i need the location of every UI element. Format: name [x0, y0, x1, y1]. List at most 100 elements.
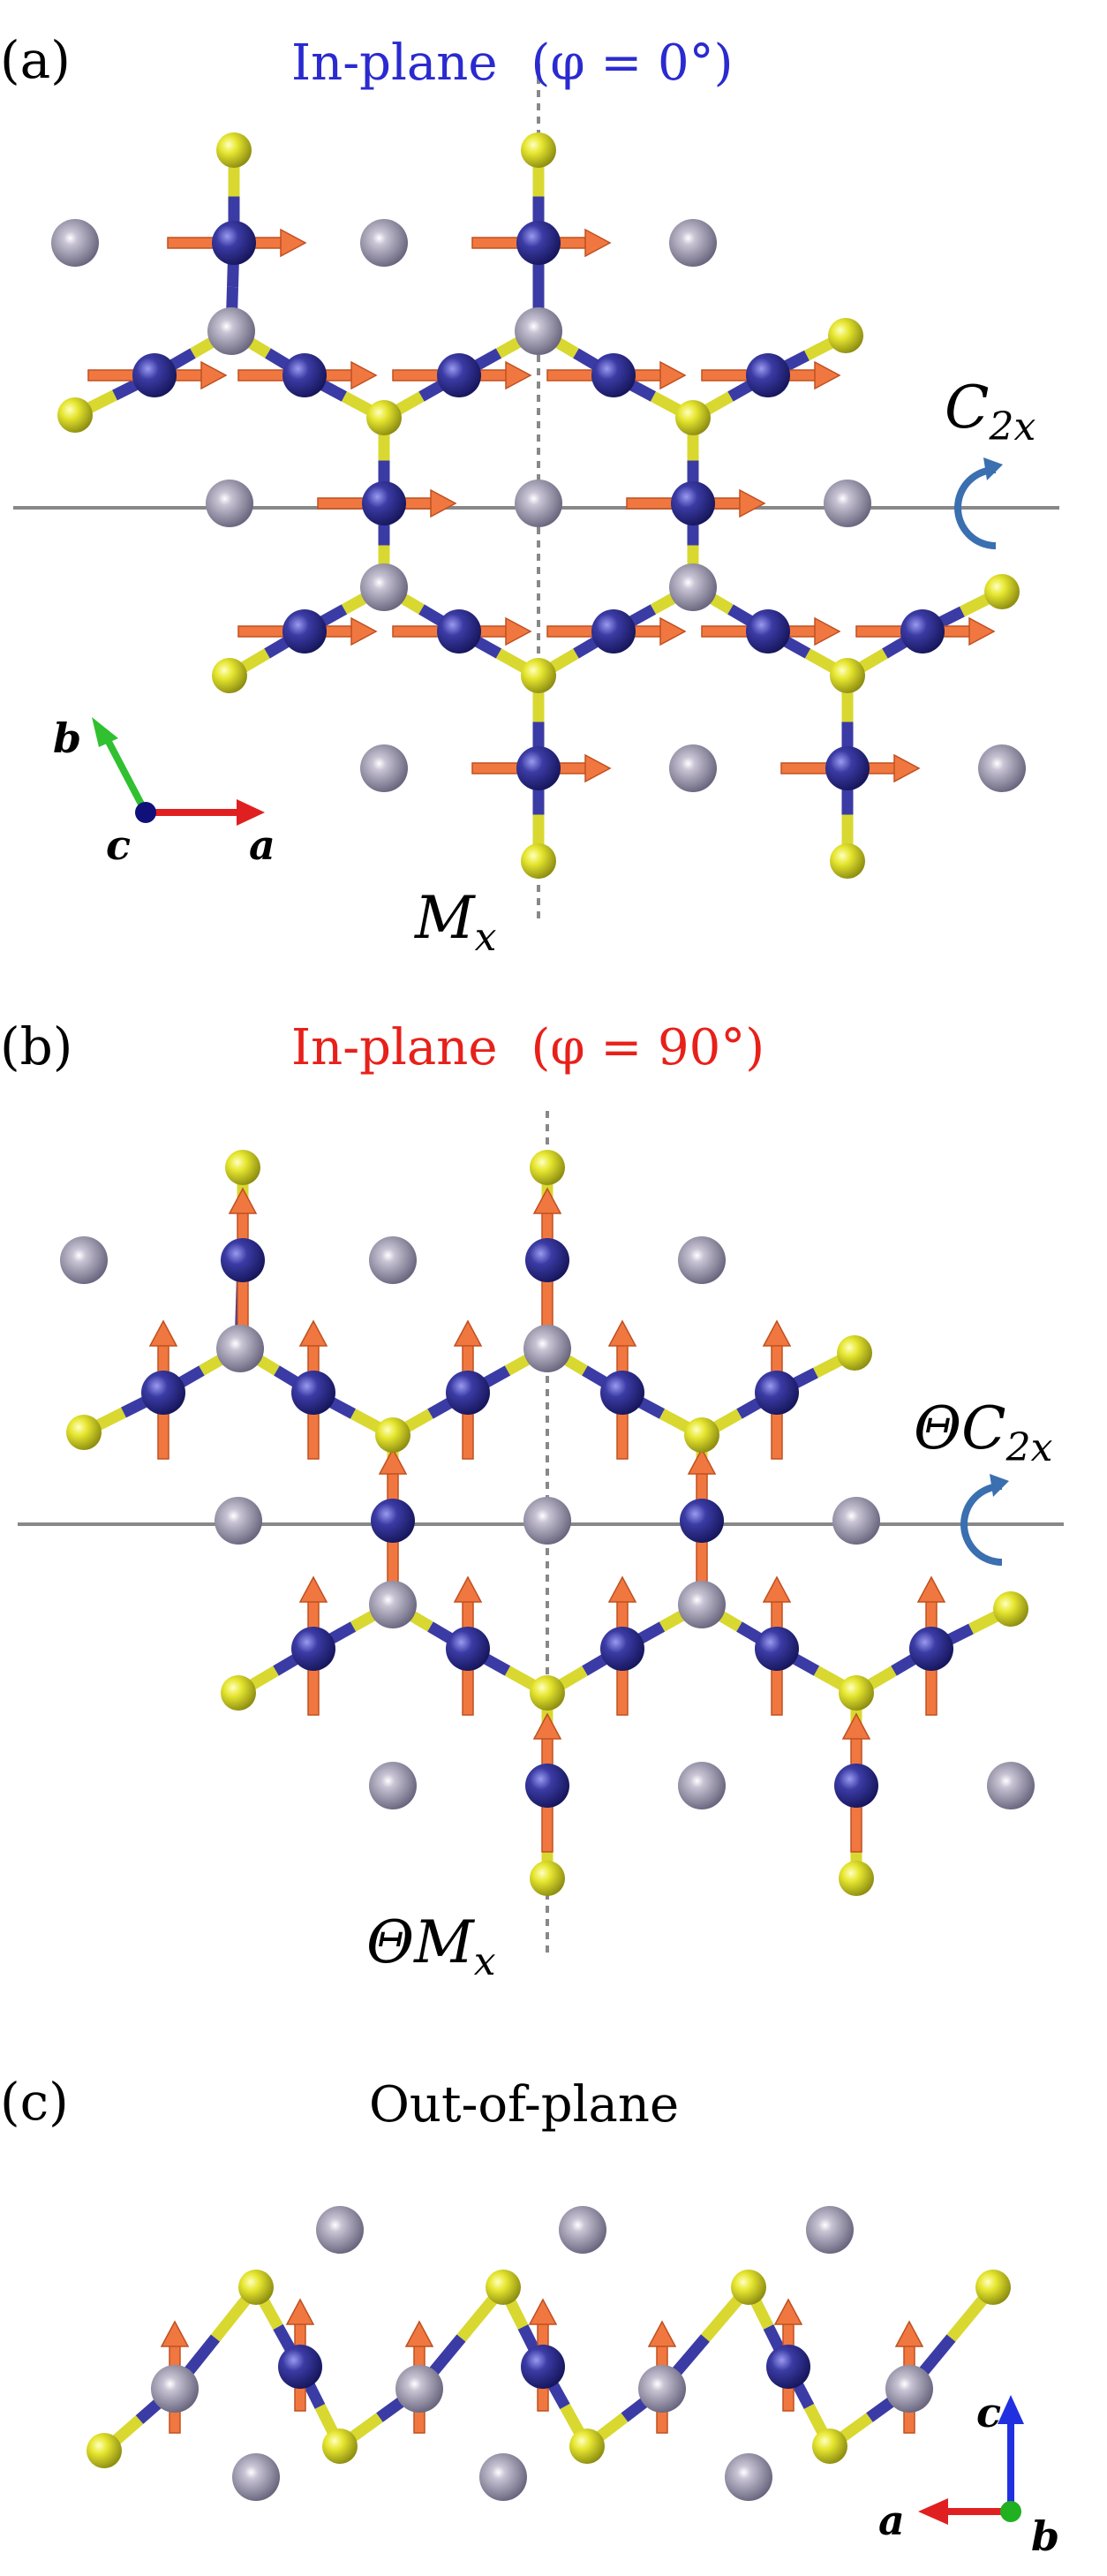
axis-triad-a: [92, 717, 265, 826]
grey-atom: [316, 2206, 364, 2254]
axis-b-label-a: b: [53, 714, 81, 762]
panel-a-title: In-plane(φ = 0°): [291, 34, 734, 92]
yellow-atom: [225, 1150, 260, 1185]
yellow-atom: [530, 1861, 565, 1896]
blue-atom: [591, 609, 636, 653]
yellow-atom: [993, 1591, 1028, 1627]
grey-atom: [369, 1236, 417, 1284]
blue-atom: [278, 2345, 322, 2389]
blue-atom: [600, 1627, 644, 1671]
grey-atom: [832, 1497, 880, 1545]
blue-atom: [291, 1371, 335, 1415]
grey-atom: [523, 1325, 571, 1372]
grey-atom: [216, 1325, 264, 1372]
yellow-atom: [828, 318, 863, 353]
yellow-atom: [530, 1150, 565, 1185]
yellow-atom: [66, 1415, 102, 1450]
panel-a: [13, 64, 1059, 923]
panel-c-title: Out-of-plane: [369, 2076, 679, 2134]
blue-atom: [825, 746, 870, 790]
panel-b-title: In-plane(φ = 90°): [291, 1019, 764, 1076]
grey-atom: [638, 2365, 686, 2413]
blue-atom: [600, 1371, 644, 1415]
panel-c: [87, 2206, 1024, 2525]
axis-triad-c: [918, 2395, 1024, 2525]
grey-atom: [206, 480, 253, 527]
grey-atom: [515, 480, 562, 527]
grey-atom: [369, 1762, 417, 1809]
yellow-atom: [830, 658, 865, 693]
yellow-atom: [486, 2270, 521, 2305]
blue-atom: [755, 1371, 799, 1415]
grey-atom: [806, 2206, 854, 2254]
grey-atom: [678, 1762, 726, 1809]
yellow-atom: [839, 1861, 874, 1896]
blue-atom: [834, 1764, 878, 1808]
b-axis-arrow-icon: [92, 717, 118, 747]
blue-atom: [680, 1499, 724, 1543]
grey-atom: [395, 2365, 443, 2413]
yellow-atom: [375, 1417, 410, 1453]
axis-a-label-c: a: [878, 2497, 905, 2544]
rotation-arrowhead-icon: [983, 457, 1003, 480]
yellow-atom: [530, 1675, 565, 1711]
a-axis-arrow-icon: [918, 2498, 948, 2525]
theta-mx-label-b: ΘMx: [366, 1908, 496, 1984]
grey-atom: [669, 563, 717, 611]
rotation-arrow-icon: [960, 1483, 1003, 1566]
theta-c2x-label-b: ΘC2x: [914, 1394, 1053, 1470]
grey-atom: [515, 307, 562, 355]
c-axis-arrow-icon: [998, 2395, 1024, 2424]
c2x-label-a: C2x: [945, 374, 1035, 449]
b-axis-dot-icon: [1000, 2501, 1021, 2522]
yellow-atom: [812, 2429, 847, 2464]
blue-atom: [437, 609, 481, 653]
panel-b-label: (b): [0, 1016, 72, 1076]
yellow-atom: [521, 132, 556, 168]
blue-atom: [766, 2345, 810, 2389]
grey-atom: [824, 480, 871, 527]
atoms-a: [51, 132, 1026, 879]
grey-atom: [559, 2206, 606, 2254]
a-axis-arrow-icon: [237, 799, 265, 826]
yellow-atom: [569, 2429, 605, 2464]
blue-atom: [755, 1627, 799, 1671]
yellow-atom: [984, 574, 1020, 609]
c-axis-dot-icon: [135, 802, 156, 823]
yellow-atom: [212, 658, 247, 693]
axis-a-label-a: a: [249, 821, 275, 869]
grey-atom: [678, 1581, 726, 1628]
grey-atom: [51, 219, 99, 267]
yellow-atom: [684, 1417, 719, 1453]
mx-label-a: Mx: [414, 884, 497, 960]
grey-atom: [978, 744, 1026, 792]
yellow-atom: [837, 1335, 872, 1371]
grey-atom: [987, 1762, 1035, 1809]
yellow-atom: [731, 2270, 766, 2305]
rotation-arrow-icon: [954, 466, 997, 549]
grey-atom: [669, 744, 717, 792]
grey-atom: [360, 744, 408, 792]
blue-atom: [900, 609, 945, 653]
panel-c-label: (c): [0, 2072, 69, 2132]
grey-atom: [360, 219, 408, 267]
blue-atom: [141, 1371, 185, 1415]
blue-atom: [521, 2345, 565, 2389]
blue-atom: [516, 221, 561, 265]
grey-atom: [669, 219, 717, 267]
yellow-atom: [975, 2270, 1011, 2305]
yellow-atom: [221, 1675, 256, 1711]
yellow-atom: [675, 400, 711, 435]
yellow-atom: [830, 843, 865, 879]
yellow-atom: [521, 843, 556, 879]
yellow-atom: [839, 1675, 874, 1711]
grey-atom: [232, 2453, 280, 2501]
grey-atom: [369, 1581, 417, 1628]
blue-atom: [437, 353, 481, 397]
blue-atom: [671, 481, 715, 525]
yellow-atom: [521, 658, 556, 693]
panel-b: [18, 1111, 1064, 1956]
rotation-arrowhead-icon: [990, 1474, 1009, 1497]
blue-atom: [909, 1627, 953, 1671]
